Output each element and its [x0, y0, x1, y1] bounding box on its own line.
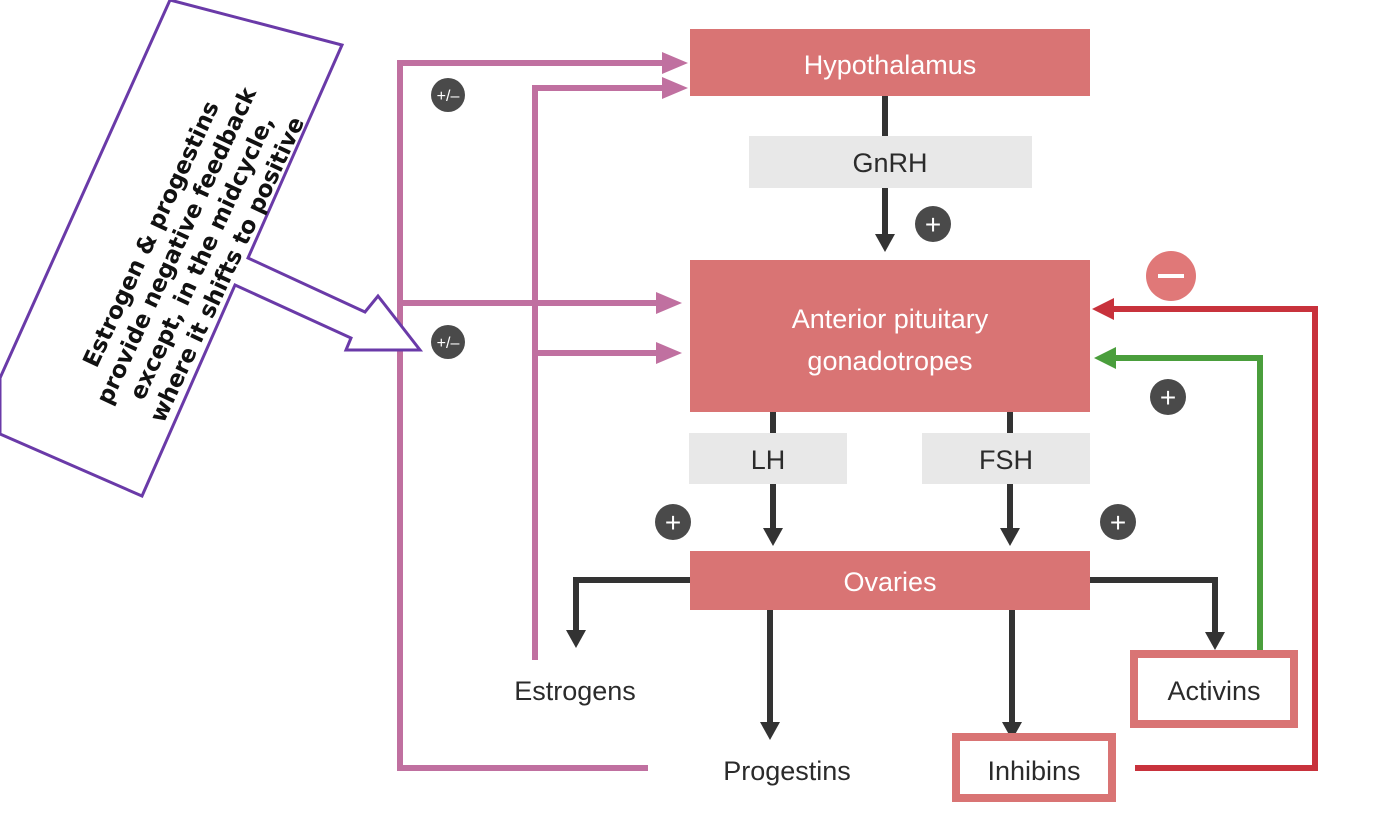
hormone-fsh: FSH [922, 433, 1090, 484]
svg-text:+: + [925, 209, 941, 240]
svg-text:+/–: +/– [437, 335, 460, 352]
inhibins-feedback-line [1110, 306, 1318, 771]
arrowhead-icon [656, 342, 682, 364]
svg-text:+: + [1110, 507, 1126, 538]
arrowhead-icon [1092, 298, 1114, 320]
activins-label: Activins [1167, 676, 1260, 706]
node-ovaries[interactable]: Ovaries [690, 551, 1090, 610]
svg-text:+/–: +/– [437, 88, 460, 105]
badge-plus-gnrh: + [915, 206, 951, 242]
arrowhead-icon [566, 630, 586, 648]
node-anterior-pituitary[interactable]: Anterior pituitary gonadotropes [690, 260, 1090, 412]
badge-minus-inhibins [1146, 251, 1196, 301]
gnrh-label: GnRH [852, 148, 927, 178]
arrowhead-icon [1205, 632, 1225, 650]
estrogens-label: Estrogens [514, 676, 636, 706]
pituitary-label-line1: Anterior pituitary [792, 304, 989, 334]
activins-feedback-line [1110, 355, 1263, 660]
fsh-label: FSH [979, 445, 1033, 475]
stimulation-arrowheads [566, 234, 1225, 740]
badge-plus-lh: + [655, 504, 691, 540]
estrogens-feedback-line [532, 85, 664, 660]
svg-text:+: + [1160, 382, 1176, 413]
arrowhead-icon [763, 528, 783, 546]
arrowhead-icon [1000, 528, 1020, 546]
badge-plus-fsh: + [1100, 504, 1136, 540]
product-inhibins[interactable]: Inhibins [952, 733, 1116, 802]
badge-plus-activins: + [1150, 379, 1186, 415]
arrowhead-icon [662, 77, 688, 99]
feedback-lines-pink [397, 60, 664, 771]
callout-annotation: Estrogen & progestins provide negative f… [0, 0, 424, 498]
arrowhead-icon [1002, 722, 1022, 740]
badge-plus-minus-hypothalamus: +/– [431, 78, 465, 112]
node-hypothalamus[interactable]: Hypothalamus [690, 29, 1090, 96]
arrowhead-icon [1094, 347, 1116, 369]
pituitary-label-line2: gonadotropes [807, 346, 972, 376]
ovaries-label: Ovaries [843, 567, 936, 597]
progestins-feedback-line [397, 60, 664, 771]
badge-plus-minus-pituitary: +/– [431, 325, 465, 359]
lh-label: LH [751, 445, 786, 475]
arrowhead-icon [656, 292, 682, 314]
arrowhead-icon [875, 234, 895, 252]
hypothalamus-label: Hypothalamus [804, 50, 977, 80]
arrowhead-icon [662, 52, 688, 74]
hormone-gnrh: GnRH [749, 136, 1032, 188]
product-activins[interactable]: Activins [1130, 650, 1298, 728]
progestins-label: Progestins [723, 756, 851, 786]
hormone-lh: LH [689, 433, 847, 484]
stimulation-arrows [573, 96, 1218, 724]
inhibins-label: Inhibins [987, 756, 1080, 786]
feedback-arrowheads-pink [656, 52, 688, 364]
svg-text:+: + [665, 507, 681, 538]
arrowhead-icon [760, 722, 780, 740]
callout-box [0, 0, 424, 498]
